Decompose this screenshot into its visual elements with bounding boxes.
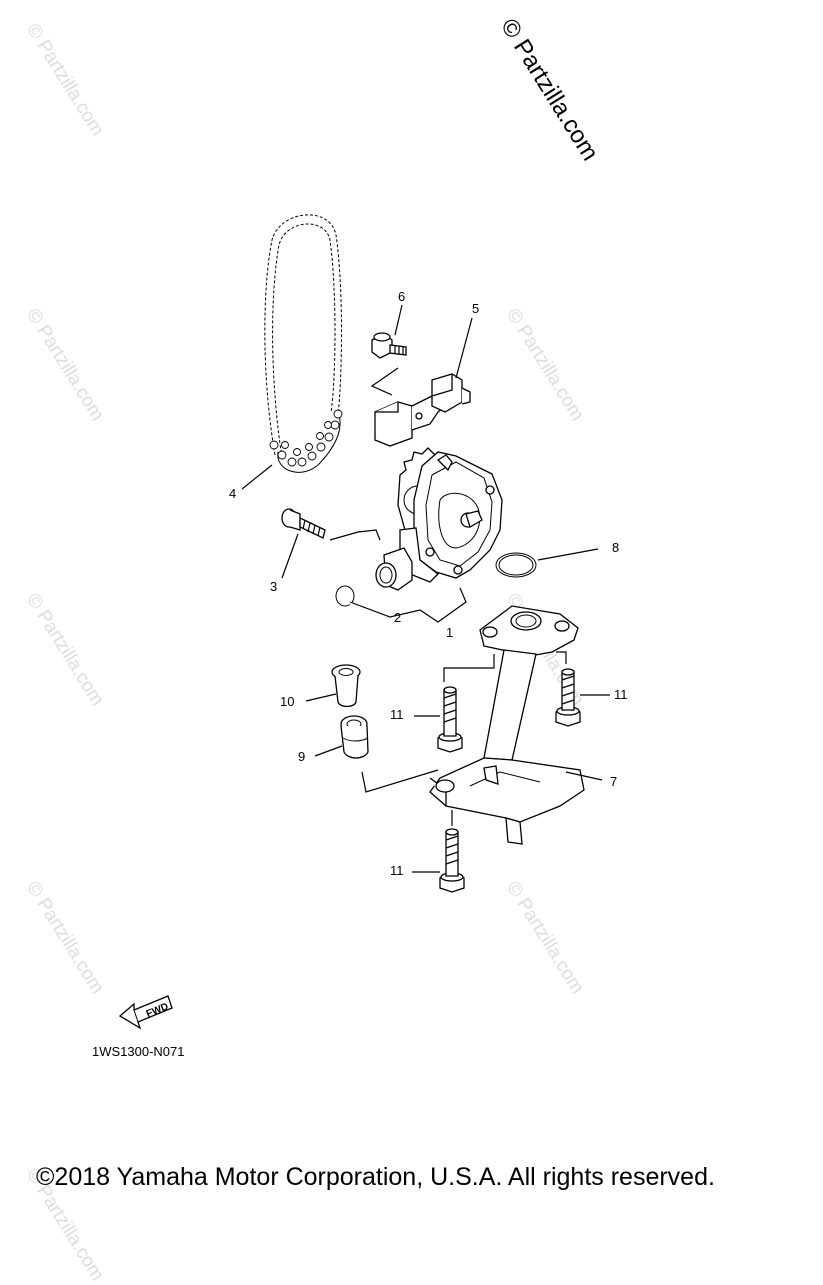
o-ring <box>495 552 537 578</box>
fwd-arrow-icon: FWD <box>118 995 173 1030</box>
callout-10: 10 <box>280 694 295 709</box>
callout-7: 7 <box>610 774 618 789</box>
callout-1: 1 <box>446 625 454 640</box>
oil-strainer <box>429 605 585 845</box>
callout-3: 3 <box>270 579 278 594</box>
oil-pump <box>375 447 503 591</box>
flange-bolt-11a <box>437 686 463 753</box>
callout-9: 9 <box>298 749 306 764</box>
bolt-6 <box>371 332 407 359</box>
flange-bolt-11c <box>439 828 465 893</box>
callout-11: 11 <box>390 707 404 722</box>
diagram-code: 1WS1300-N071 <box>92 1044 185 1059</box>
callout-8: 8 <box>612 540 620 555</box>
bolt-3 <box>281 508 326 539</box>
callout-5: 5 <box>472 301 480 316</box>
callout-2: 2 <box>394 610 402 625</box>
chain-guide <box>374 373 471 447</box>
callout-11: 11 <box>390 863 404 878</box>
flange-bolt-11b <box>555 668 581 727</box>
collar <box>331 664 361 708</box>
callout-6: 6 <box>398 289 406 304</box>
copyright-notice: ©2018 Yamaha Motor Corporation, U.S.A. A… <box>36 1163 715 1191</box>
callout-4: 4 <box>229 486 237 501</box>
cam-chain <box>264 214 343 473</box>
grommet <box>340 715 369 759</box>
circlip <box>335 585 357 609</box>
parts-diagram: FWD <box>118 214 610 1030</box>
callout-11: 11 <box>614 687 628 702</box>
